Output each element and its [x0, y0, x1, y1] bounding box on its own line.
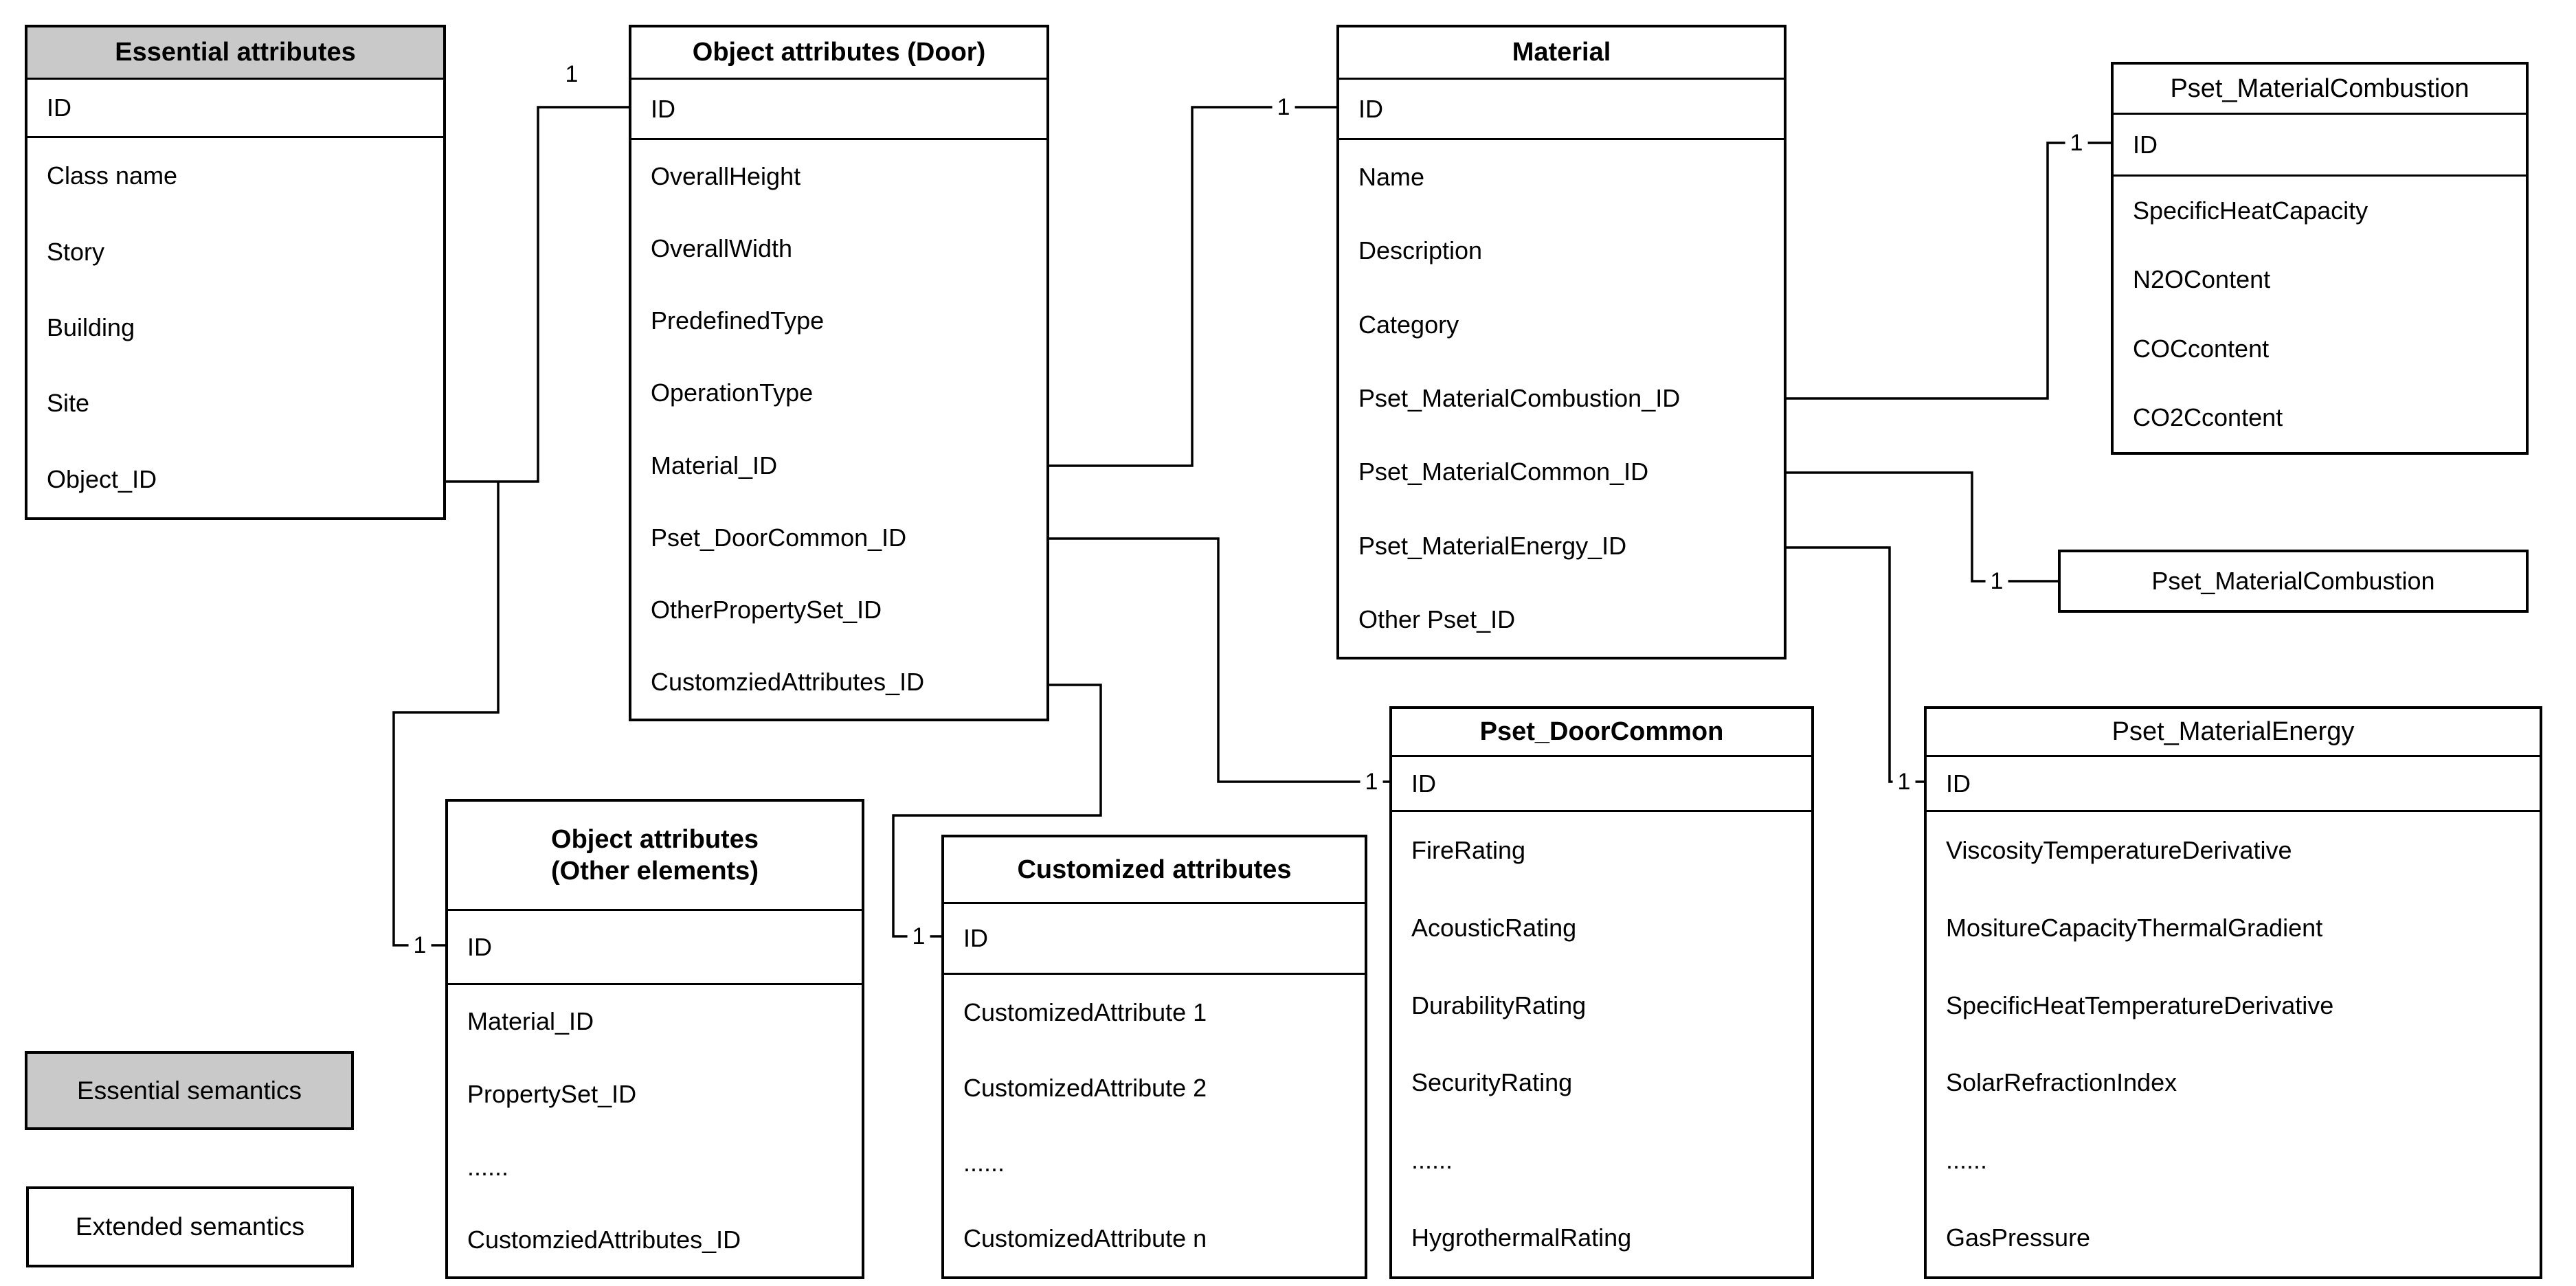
entity-title: Customized attributes: [944, 837, 1365, 904]
attribute-row: Pset_MaterialEnergy_ID: [1358, 531, 1627, 560]
id-row: ID: [27, 80, 443, 138]
attribute-row: MositureCapacityThermalGradient: [1946, 914, 2323, 942]
entity-title: Object attributes (Door): [631, 27, 1046, 80]
attribute-row: SecurityRating: [1411, 1068, 1573, 1097]
connector-door-to-customized: [892, 684, 1102, 938]
entity-object-attributes-door: Object attributes (Door) ID OverallHeigh…: [629, 25, 1049, 721]
attribute-row: AcousticRating: [1411, 914, 1577, 942]
attribute-list: Material_ID PropertySet_ID ...... Custom…: [448, 985, 862, 1276]
attribute-row: DurabilityRating: [1411, 991, 1587, 1019]
attribute-row: CustomziedAttributes_ID: [651, 668, 925, 697]
attribute-row: SolarRefractionIndex: [1946, 1068, 2177, 1097]
attribute-row: PropertySet_ID: [467, 1080, 637, 1108]
connector-essential-to-door: [446, 106, 629, 483]
entity-pset-door-common: Pset_DoorCommon ID FireRating AcousticRa…: [1389, 706, 1814, 1279]
attribute-row: SpecificHeatTemperatureDerivative: [1946, 991, 2334, 1019]
attribute-row: Story: [47, 237, 105, 266]
multiplicity-label: 1: [565, 61, 579, 87]
multiplicity-label: 1: [1360, 770, 1383, 793]
attribute-row: COCcontent: [2133, 334, 2270, 363]
attribute-row: HygrothermalRating: [1411, 1223, 1632, 1252]
connector-door-to-pset-doorcommon: [1049, 537, 1389, 783]
entity-title: Essential attributes: [27, 27, 443, 80]
multiplicity-label: 1: [408, 934, 432, 957]
multiplicity-label: 1: [2065, 131, 2088, 155]
attribute-row: CustomizedAttribute n: [963, 1224, 1207, 1253]
attribute-row: Class name: [47, 161, 178, 190]
id-row: ID: [1927, 757, 2540, 812]
attribute-row: FireRating: [1411, 836, 1526, 865]
multiplicity-label: 1: [1272, 95, 1295, 119]
id-row: ID: [2114, 115, 2526, 177]
attribute-row: Name: [1358, 162, 1425, 191]
entity-essential-attributes: Essential attributes ID Class name Story…: [25, 25, 446, 520]
id-row: ID: [631, 80, 1046, 140]
attribute-row: OtherPropertySet_ID: [651, 596, 882, 624]
entity-title: Pset_MaterialEnergy: [1927, 709, 2540, 757]
attribute-row: Other Pset_ID: [1358, 605, 1516, 634]
attribute-row: ......: [467, 1153, 509, 1181]
attribute-row: PredefinedType: [651, 306, 825, 335]
entity-pset-material-combustion: Pset_MaterialCombustion ID SpecificHeatC…: [2111, 62, 2529, 455]
attribute-row: Pset_MaterialCombustion_ID: [1358, 383, 1681, 412]
entity-pset-material-combustion-single: Pset_MaterialCombustion: [2058, 550, 2529, 613]
entity-title: Pset_DoorCommon: [1392, 709, 1811, 757]
attribute-row: Site: [47, 389, 90, 418]
entity-title: Material: [1339, 27, 1784, 80]
attribute-row: Pset_MaterialCommon_ID: [1358, 458, 1649, 486]
attribute-row: CustomizedAttribute 2: [963, 1073, 1207, 1102]
attribute-row: OverallHeight: [651, 161, 801, 190]
attribute-row: CO2Ccontent: [2133, 403, 2283, 431]
id-row: ID: [944, 904, 1365, 975]
connector-material-to-pset-combustion-single: [1787, 471, 2058, 583]
id-row: ID: [1339, 80, 1784, 140]
connector-material-to-pset-combustion: [1787, 142, 2111, 400]
attribute-row: Description: [1358, 236, 1483, 265]
connector-door-to-material: [1049, 106, 1336, 467]
entity-title-line1: Object attributes: [551, 824, 759, 854]
multiplicity-label: 1: [1892, 770, 1916, 793]
legend-extended-semantics: Extended semantics: [26, 1186, 354, 1267]
legend-essential-semantics: Essential semantics: [25, 1051, 354, 1130]
id-row: ID: [1392, 757, 1811, 812]
attribute-list: SpecificHeatCapacity N2OContent COCconte…: [2114, 177, 2526, 452]
multiplicity-label: 1: [907, 925, 930, 948]
attribute-row: N2OContent: [2133, 265, 2271, 294]
attribute-list: FireRating AcousticRating DurabilityRati…: [1392, 812, 1811, 1276]
id-row: ID: [448, 911, 862, 985]
multiplicity-label: 1: [1985, 569, 2008, 593]
attribute-row: ......: [963, 1149, 1005, 1177]
attribute-row: Material_ID: [651, 451, 778, 480]
attribute-row: GasPressure: [1946, 1223, 2091, 1252]
attribute-row: CustomizedAttribute 1: [963, 997, 1207, 1026]
attribute-row: Building: [47, 313, 135, 342]
attribute-row: ViscosityTemperatureDerivative: [1946, 836, 2292, 865]
attribute-row: Object_ID: [47, 464, 157, 493]
attribute-list: Name Description Category Pset_MaterialC…: [1339, 140, 1784, 657]
entity-pset-material-energy: Pset_MaterialEnergy ID ViscosityTemperat…: [1924, 706, 2542, 1279]
entity-material: Material ID Name Description Category Ps…: [1336, 25, 1787, 659]
attribute-list: CustomizedAttribute 1 CustomizedAttribut…: [944, 975, 1365, 1276]
attribute-list: Class name Story Building Site Object_ID: [27, 138, 443, 517]
entity-title: Pset_MaterialCombustion: [2114, 65, 2526, 115]
attribute-row: SpecificHeatCapacity: [2133, 196, 2368, 225]
entity-object-attributes-other-elements: Object attributes (Other elements) ID Ma…: [445, 799, 864, 1279]
entity-title-line2: (Other elements): [551, 857, 759, 885]
attribute-list: OverallHeight OverallWidth PredefinedTyp…: [631, 140, 1046, 719]
attribute-row: OverallWidth: [651, 234, 793, 262]
attribute-list: ViscosityTemperatureDerivative MositureC…: [1927, 812, 2540, 1276]
attribute-row: Pset_DoorCommon_ID: [651, 523, 907, 552]
attribute-row: CustomziedAttributes_ID: [467, 1226, 741, 1254]
entity-title: Object attributes (Other elements): [448, 802, 862, 911]
attribute-row: ......: [1411, 1146, 1453, 1175]
attribute-row: Category: [1358, 310, 1459, 339]
attribute-row: OperationType: [651, 379, 814, 407]
attribute-row: ......: [1946, 1146, 1988, 1175]
attribute-row: Material_ID: [467, 1007, 594, 1035]
entity-customized-attributes: Customized attributes ID CustomizedAttri…: [941, 835, 1367, 1279]
